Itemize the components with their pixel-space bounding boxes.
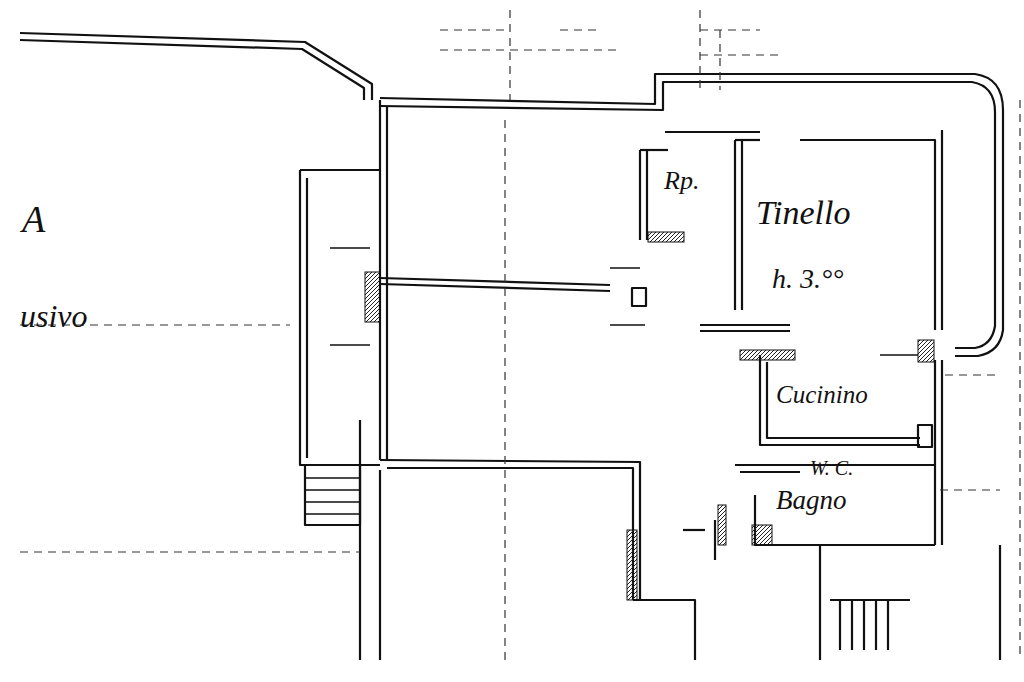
room-label: Cucinino: [776, 382, 868, 407]
room-label: W. C.: [810, 458, 853, 478]
room-label: Bagno: [776, 487, 847, 514]
room-label: Tinello: [756, 196, 850, 230]
room-label: A: [22, 200, 45, 238]
room-label: usivo: [20, 300, 88, 332]
room-label: h. 3.°°: [772, 265, 843, 293]
room-label: Rp.: [664, 168, 699, 194]
